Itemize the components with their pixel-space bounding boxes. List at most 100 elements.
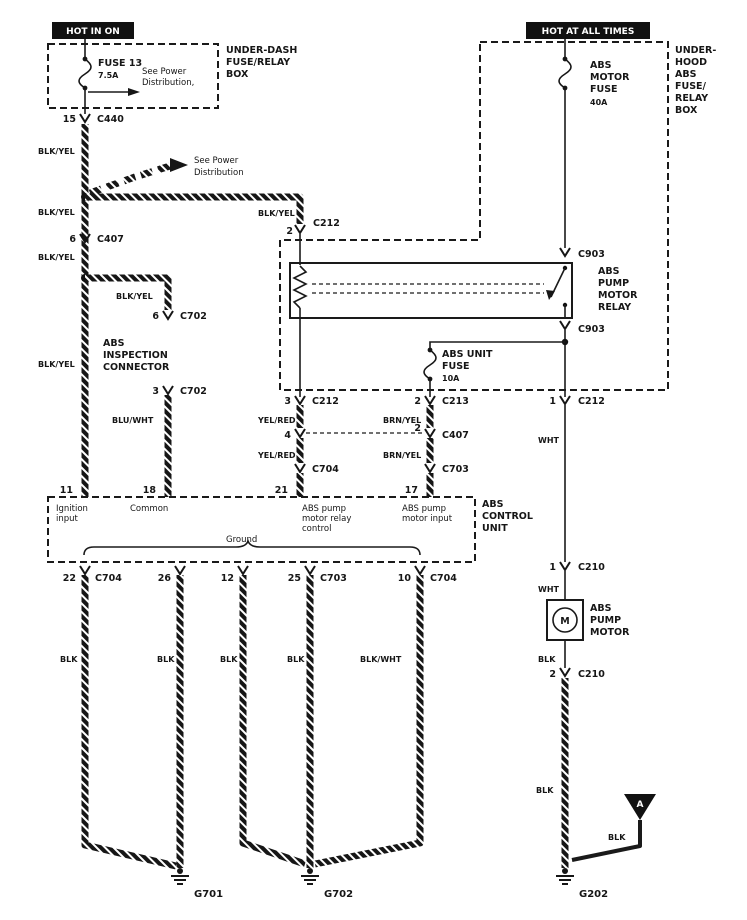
- pump-motor-label-3: MOTOR: [590, 627, 630, 638]
- connector-c903-icon: [559, 247, 571, 257]
- pump-motor-symbol: M: [546, 599, 584, 641]
- cu-relay-line3: control: [302, 524, 331, 534]
- cu-ground-label: Ground: [226, 535, 257, 545]
- wire-color-label: BLK/YEL: [258, 209, 295, 218]
- relay-label-4: RELAY: [598, 302, 631, 313]
- wire-color-label: BLK: [60, 655, 78, 664]
- pump-motor-branch: WHT 1 C210 WHT M ABS PUMP MOTOR BLK 2 C2…: [536, 405, 630, 900]
- abs-motor-fuse-label-2: MOTOR: [590, 72, 630, 83]
- underdash-box-label-3: BOX: [226, 69, 249, 80]
- wire-color-label: YEL/RED: [257, 451, 296, 460]
- pump-motor-label-1: ABS: [590, 603, 612, 614]
- wire-color-label: BRN/YEL: [383, 416, 421, 425]
- underdash-box-label-1: UNDER-DASH: [226, 45, 297, 56]
- underhood-box-label-5: RELAY: [675, 93, 708, 104]
- connector-c212-name: C212: [578, 396, 605, 407]
- pin-label-26: 26: [158, 573, 172, 584]
- abs-pump-motor-relay: C903 ABS PUMP MOTOR RELAY C903: [289, 247, 638, 335]
- connector-c212-name: C212: [312, 396, 339, 407]
- wire-color-label: BLK/YEL: [38, 253, 75, 262]
- relay-label-2: PUMP: [598, 278, 629, 289]
- pin-label-10: 10: [398, 573, 412, 584]
- cu-relay-line1: ABS pump: [302, 504, 346, 514]
- underhood-box-label-4: FUSE/: [675, 81, 707, 92]
- underdash-fuse-box: FUSE 13 7.5A See Power Distribution, UND…: [47, 39, 297, 114]
- connector-c210-pin: 1: [549, 562, 556, 573]
- connector-c212-icon: [294, 395, 306, 405]
- relay-switch-icon: [546, 265, 568, 318]
- connector-c407-name: C407: [97, 234, 124, 245]
- connector-icon: [174, 565, 186, 575]
- inspection-label-3: CONNECTOR: [103, 362, 170, 373]
- connector-c702-name: C702: [180, 311, 207, 322]
- cu-name-line3: UNIT: [482, 523, 508, 534]
- ground-g702-label: G702: [324, 889, 353, 900]
- connector-c407-pin: 6: [69, 234, 76, 245]
- wire-color-label: BLK: [220, 655, 238, 664]
- cu-relay-line2: motor relay: [302, 514, 351, 524]
- underhood-box-label-1: UNDER-: [675, 45, 716, 56]
- fuse13-rating: 7.5A: [98, 71, 119, 80]
- wire-color-label: BLK/YEL: [38, 147, 75, 156]
- fuse13-name: FUSE 13: [98, 58, 142, 69]
- connector-c407-pin: 2: [414, 423, 421, 434]
- arrow-right-icon: [128, 88, 140, 96]
- inspection-label-2: INSPECTION: [103, 350, 168, 361]
- relay-coil-feed-wire: BLK/YEL 2 C212: [85, 193, 340, 265]
- abs-unit-fuse-label-1: ABS UNIT: [442, 349, 493, 360]
- connector-c704-icon: [414, 565, 426, 575]
- see-power-line2: Distribution: [194, 168, 244, 178]
- connector-c903-icon: [559, 320, 571, 330]
- connector-c212-icon: [559, 395, 571, 405]
- abs-motor-fuse-rating: 40A: [590, 98, 608, 107]
- connector-c212-name: C212: [313, 218, 340, 229]
- connector-c407-pin: 4: [284, 430, 291, 441]
- ground-g701-label: G701: [194, 889, 223, 900]
- fusebox-note-line2: Distribution,: [142, 78, 194, 88]
- cu-motor-line1: ABS pump: [402, 504, 446, 514]
- connector-c212-pin: 3: [284, 396, 291, 407]
- abs-unit-fuse-label-2: FUSE: [442, 361, 470, 372]
- triangle-a-icon: [624, 794, 656, 820]
- underhood-box-label-3: ABS: [675, 69, 697, 80]
- left-main-wire: 15 C440 BLK/YEL BLK/YEL 6 C407 BLK/YEL B…: [38, 113, 124, 497]
- connector-c704-icon: [294, 463, 306, 473]
- connector-c407-icon: [424, 428, 436, 438]
- connector-c702-icon: [162, 385, 174, 395]
- banner-hot-at-all-times-label: HOT AT ALL TIMES: [542, 27, 635, 37]
- connector-c213-pin: 2: [414, 396, 421, 407]
- wire-color-label: BLU/WHT: [112, 416, 154, 425]
- connector-c440-icon: [79, 113, 91, 123]
- wire-color-label: YEL/RED: [257, 416, 296, 425]
- connector-c903-name: C903: [578, 249, 605, 260]
- connector-c407-name: C407: [442, 430, 469, 441]
- abs-motor-fuse-label-1: ABS: [590, 60, 612, 71]
- connector-c440-name: C440: [97, 114, 124, 125]
- connector-c704-name: C704: [95, 573, 122, 584]
- wire-color-label: BLK/YEL: [38, 208, 75, 217]
- yel-red-run: YEL/RED 4 YEL/RED C704: [257, 405, 424, 497]
- connector-c704-icon: [79, 565, 91, 575]
- connector-c704-name: C704: [312, 464, 339, 475]
- wire-color-label: BLK/YEL: [116, 292, 153, 301]
- wire-color-label: BLK: [608, 833, 626, 842]
- connector-c213-icon: [424, 395, 436, 405]
- connector-c212-pin: 2: [286, 226, 293, 237]
- pump-motor-label-2: PUMP: [590, 615, 621, 626]
- wire-color-label: BLK: [538, 655, 556, 664]
- connector-icon: [237, 565, 249, 575]
- underhood-box-label-6: BOX: [675, 105, 698, 116]
- arrow-right-icon: [170, 158, 188, 172]
- relay-label-3: MOTOR: [598, 290, 638, 301]
- connector-c213-name: C213: [442, 396, 469, 407]
- banner-hot-in-on: HOT IN ON: [52, 22, 134, 39]
- cu-common: Common: [130, 504, 168, 514]
- abs-unit-fuse-icon: [423, 346, 437, 383]
- abs-motor-fuse-icon: [558, 55, 572, 92]
- cu-name-line2: CONTROL: [482, 511, 533, 522]
- connector-c210-name: C210: [578, 562, 605, 573]
- pin-label-22: 22: [63, 573, 76, 584]
- fusebox-note-line1: See Power: [142, 67, 187, 77]
- cu-ignition-line1: Ignition: [56, 504, 88, 514]
